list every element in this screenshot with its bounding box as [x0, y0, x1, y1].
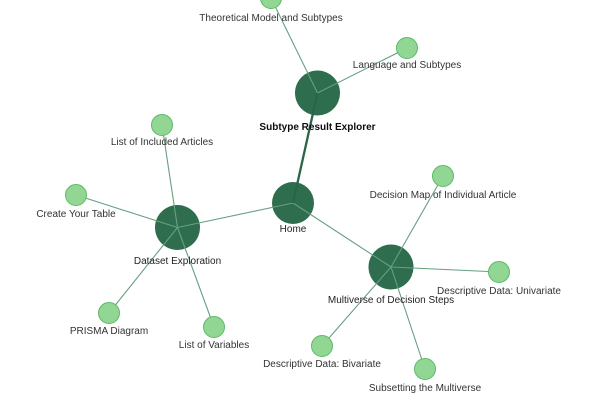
node-prisma-diagram[interactable]	[98, 302, 120, 324]
node-theoretical-model-and-subtypes[interactable]	[260, 0, 282, 9]
edge-home-dataset-exploration	[177, 202, 294, 229]
edge-dataset-exploration-prisma-diagram	[108, 227, 178, 314]
node-language-and-subtypes[interactable]	[396, 37, 418, 59]
node-decision-map-of-individual-article[interactable]	[432, 165, 454, 187]
edge-home-multiverse-of-decision-steps	[292, 202, 392, 268]
node-descriptive-data-bivariate[interactable]	[311, 335, 333, 357]
edge-dataset-exploration-list-of-included-articles	[161, 124, 179, 228]
node-create-your-table[interactable]	[65, 184, 87, 206]
node-subsetting-the-multiverse[interactable]	[414, 358, 436, 380]
edge-multiverse-of-decision-steps-decision-map-of-individual-article	[390, 175, 444, 268]
edge-subtype-result-explorer-language-and-subtypes	[317, 47, 408, 94]
node-descriptive-data-univariate[interactable]	[488, 261, 510, 283]
node-list-of-included-articles[interactable]	[151, 114, 173, 136]
edge-dataset-exploration-list-of-variables	[176, 227, 215, 328]
edge-multiverse-of-decision-steps-descriptive-data-univariate	[390, 266, 500, 273]
node-list-of-variables[interactable]	[203, 316, 225, 338]
edge-dataset-exploration-create-your-table	[75, 194, 178, 229]
edge-subtype-result-explorer-theoretical-model-and-subtypes	[271, 0, 318, 94]
edge-multiverse-of-decision-steps-subsetting-the-multiverse	[390, 266, 426, 370]
edge-multiverse-of-decision-steps-descriptive-data-bivariate	[321, 266, 392, 347]
edge-home-subtype-result-explorer	[291, 92, 319, 204]
